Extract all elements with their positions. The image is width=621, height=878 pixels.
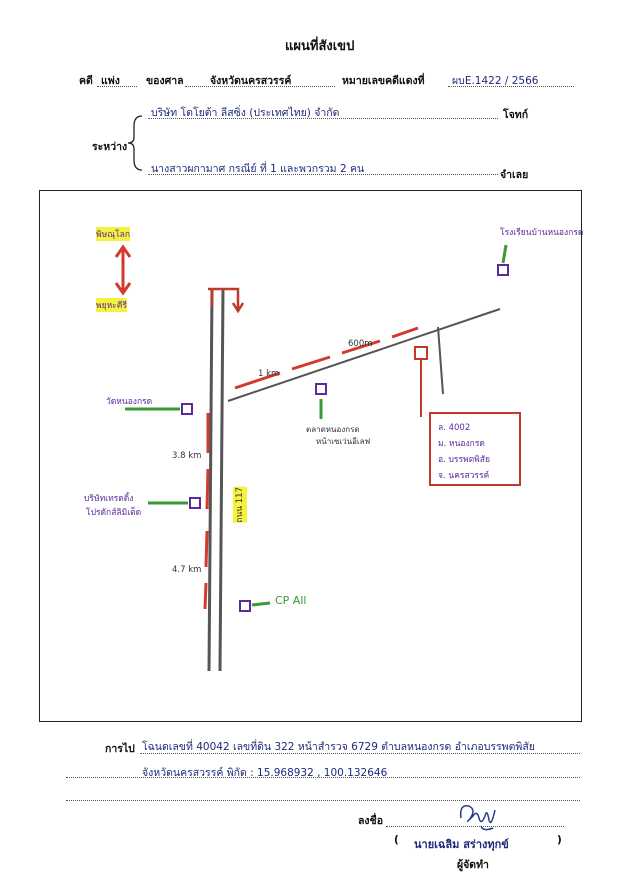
branch-distance-dash — [234, 326, 419, 390]
defendant-role: จำเลย — [500, 169, 529, 181]
label-wat: วัดหนองกรด — [106, 397, 153, 407]
court-name: จังหวัดนครสวรรค์ — [210, 75, 292, 87]
main-road-left — [207, 288, 214, 672]
sign-label: ลงชื่อ — [358, 815, 383, 827]
paren-close: ) — [557, 834, 562, 846]
wat-marker — [181, 403, 193, 415]
label-factory-2: โปรดักส์ลิมิเต็ด — [86, 508, 142, 518]
case-type: แพ่ง — [101, 75, 120, 87]
signer-role: ผู้จัดทำ — [457, 859, 489, 871]
label-road-number: ถนน 117 — [233, 487, 247, 523]
side-road — [437, 326, 444, 395]
direction-arrow — [114, 244, 132, 296]
label-1km: 1 km — [258, 369, 280, 379]
main-distance-dash — [203, 413, 210, 610]
box-line-1: ล. 4002 — [438, 423, 471, 433]
label-factory-1: บริษัทเทรดดิ้ง — [84, 494, 134, 504]
label-600m: 600m — [348, 339, 373, 349]
box-line-2: ม. หนองกรด — [438, 439, 485, 449]
label-market: ตลาดหนองกรด — [306, 425, 360, 434]
paren-open: ( — [394, 834, 399, 846]
label-4-7km: 4.7 km — [172, 565, 202, 575]
direction-line-2: จังหวัดนครสวรรค์ พิกัด : 15.968932 , 100… — [142, 767, 388, 779]
school-line — [501, 244, 508, 264]
target-pin — [414, 346, 428, 360]
main-road-right — [218, 288, 225, 672]
label-school: โรงเรียนบ้านหนองกรด — [500, 228, 584, 238]
brace — [127, 115, 143, 171]
label-3-8km: 3.8 km — [172, 451, 202, 461]
court-label: ของศาล — [146, 75, 184, 87]
entrance-arrow — [208, 287, 245, 314]
label-phayuhakhiri: พยุหะคีรี — [96, 298, 128, 312]
plaintiff-role: โจทก์ — [503, 109, 529, 121]
red-case-label: หมายเลขคดีแดงที่ — [342, 75, 425, 87]
box-line-3: อ. บรรพตพิสัย — [438, 455, 490, 465]
red-case-number: ผบE.1422 / 2566 — [452, 75, 539, 87]
label-phitsanulok: พิษณุโลก — [96, 227, 131, 241]
market-marker — [315, 383, 327, 395]
case-label: คดี — [79, 75, 93, 87]
school-marker — [497, 264, 509, 276]
factory-marker — [189, 497, 201, 509]
sketch-map: พิษณุโลก พยุหะคีรี โรงเรียนบ้านหนองกรด ว… — [39, 190, 584, 722]
branch-road — [227, 308, 501, 402]
map-drawing — [114, 244, 521, 672]
cp-marker — [239, 600, 251, 612]
signature-graphic — [459, 805, 496, 831]
label-market2: หน้าเซเว่นอีเลฟ — [316, 437, 371, 446]
label-cp-all: CP All — [275, 594, 307, 607]
between-label: ระหว่าง — [92, 141, 128, 153]
plaintiff-name: บริษัท โตโยต้า ลีสซิ่ง (ประเทศไทย) จำกัด — [151, 107, 340, 119]
page-title: แผนที่สังเขป — [285, 39, 355, 54]
direction-label: การไป — [105, 743, 135, 755]
signer-name: นายเฉลิม สร่างทุกข์ — [414, 838, 509, 851]
cp-line — [251, 601, 271, 607]
defendant-name: นางสาวผกามาศ กรณีย์ ที่ 1 และพวกรวม 2 คน — [151, 163, 365, 175]
box-line-4: จ. นครสวรรค์ — [438, 471, 490, 481]
target-info-box — [429, 412, 521, 486]
direction-line-1: โฉนดเลขที่ 40042 เลขที่ดิน 322 หน้าสำรวจ… — [142, 741, 535, 753]
